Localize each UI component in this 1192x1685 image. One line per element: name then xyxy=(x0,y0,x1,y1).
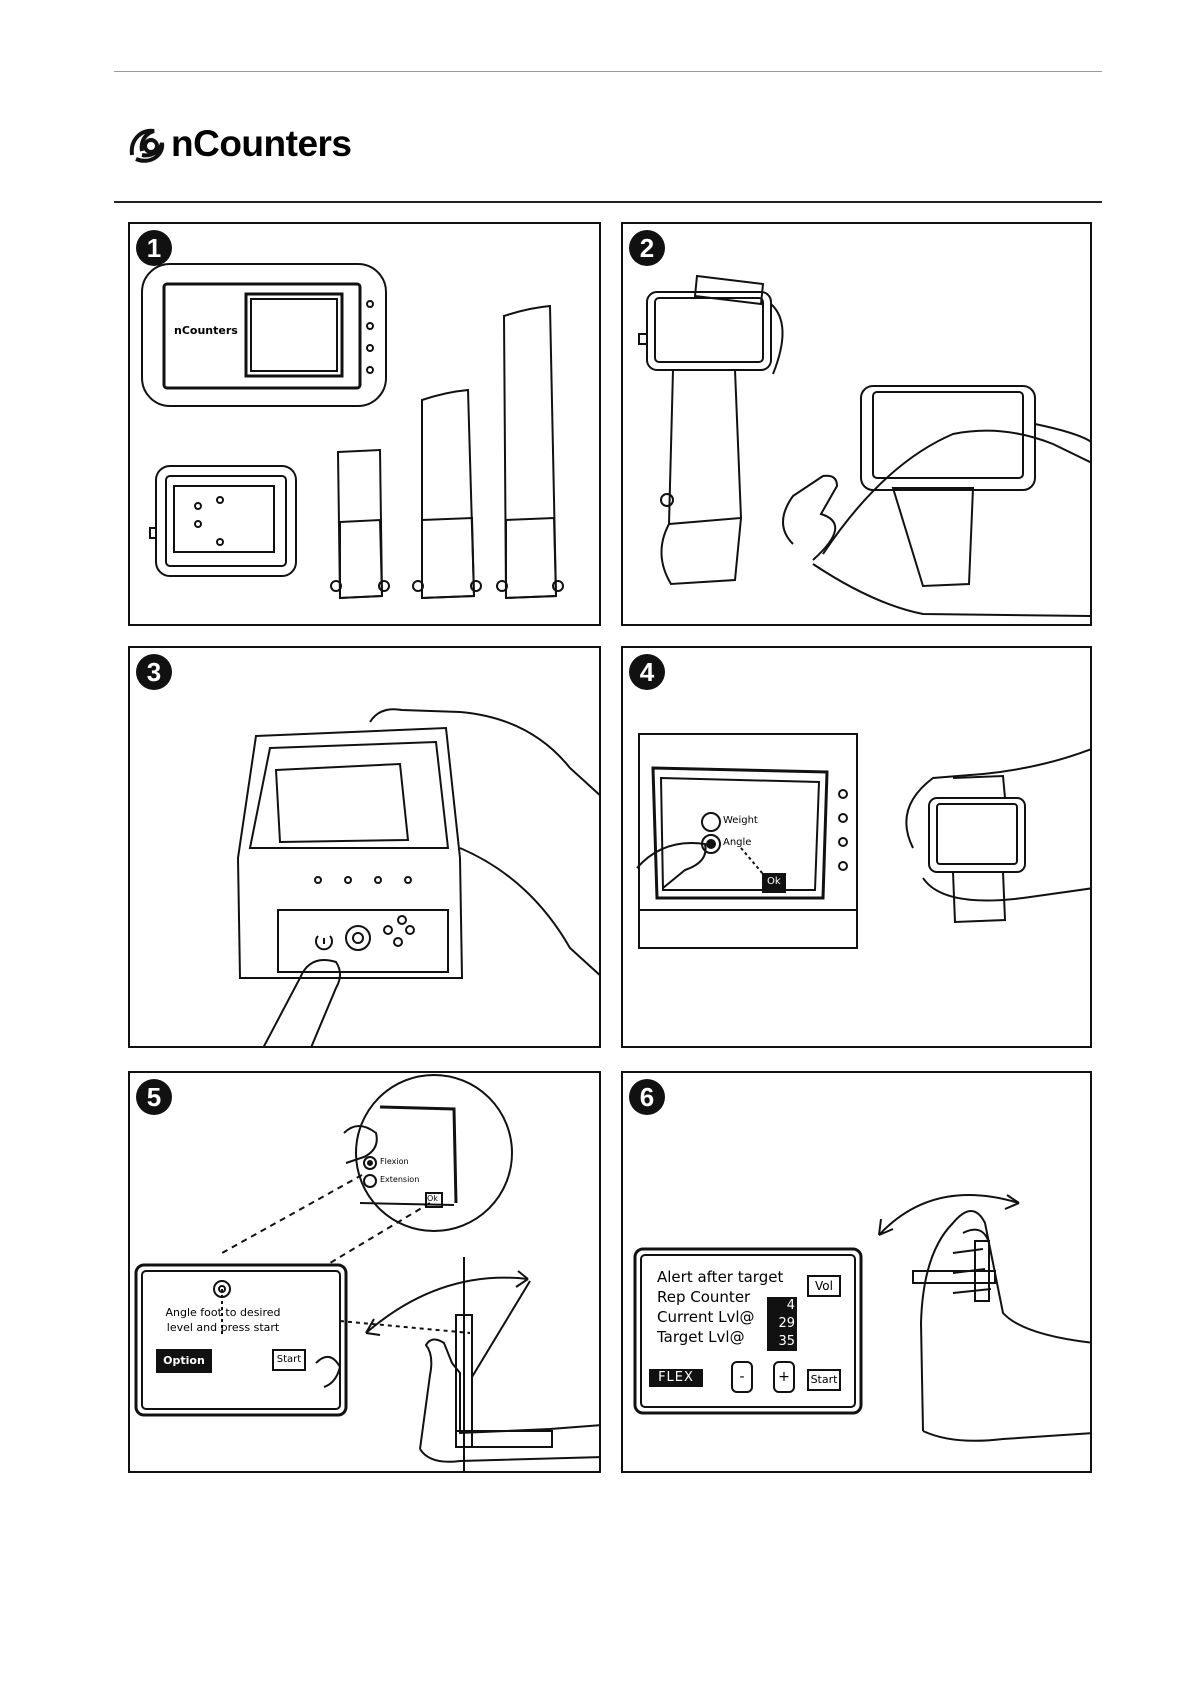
target-level-label: Target Lvl@ xyxy=(657,1327,745,1347)
current-level-label: Current Lvl@ xyxy=(657,1307,755,1327)
current-level-value: 29 xyxy=(767,1315,797,1333)
step-number-3: 3 xyxy=(136,654,172,690)
step-4-panel: 4 Weight Angle Ok xyxy=(621,646,1092,1048)
option-flexion-label: Flexion xyxy=(380,1157,409,1166)
top-rule xyxy=(114,71,1102,72)
minus-button[interactable]: - xyxy=(731,1361,753,1393)
target-level-value: 35 xyxy=(767,1333,797,1351)
brand-name: nCounters xyxy=(171,125,352,162)
step-5-panel: 5 Flexion Extension Ok Angle foot to des… xyxy=(128,1071,601,1473)
plus-button[interactable]: + xyxy=(773,1361,795,1393)
step-6-panel: 6 Alert after target Rep Counter Current… xyxy=(621,1071,1092,1473)
power-on-illustration xyxy=(130,648,601,1048)
start-button[interactable]: Start xyxy=(272,1349,306,1371)
step-2-panel: 2 xyxy=(621,222,1092,626)
start-button-lcd[interactable]: Start xyxy=(807,1369,841,1391)
device-kit-illustration xyxy=(130,224,601,626)
device-brand-label: nCounters xyxy=(174,324,238,337)
option-weight-label: Weight xyxy=(723,815,758,826)
step-3-panel: 3 xyxy=(128,646,601,1048)
alert-after-target-label: Alert after target xyxy=(657,1267,783,1287)
mode-label: FLEX xyxy=(649,1369,703,1387)
option-button[interactable]: Option xyxy=(156,1349,212,1373)
step-number-2: 2 xyxy=(629,230,665,266)
ncounters-logo-icon xyxy=(126,121,168,165)
rep-counter-value: 4 xyxy=(767,1297,797,1315)
rep-counter-label: Rep Counter xyxy=(657,1287,750,1307)
set-angle-illustration xyxy=(130,1073,601,1473)
attach-sensor-illustration xyxy=(623,224,1092,626)
zoom-ok-label: Ok xyxy=(427,1194,438,1203)
step-number-6: 6 xyxy=(629,1079,665,1115)
brand-logo: nCounters xyxy=(126,116,352,170)
select-mode-illustration xyxy=(623,648,1092,1048)
step-number-4: 4 xyxy=(629,654,665,690)
option-angle-label: Angle xyxy=(723,837,751,848)
option-extension-label: Extension xyxy=(380,1175,419,1184)
instruction-text: Angle foot to desired level and press st… xyxy=(164,1305,282,1335)
step-number-1: 1 xyxy=(136,230,172,266)
header-rule xyxy=(114,201,1102,203)
step-number-5: 5 xyxy=(136,1079,172,1115)
ok-button-label: Ok xyxy=(767,876,781,887)
step-1-panel: 1 nCounters xyxy=(128,222,601,626)
vol-button[interactable]: Vol xyxy=(807,1275,841,1297)
